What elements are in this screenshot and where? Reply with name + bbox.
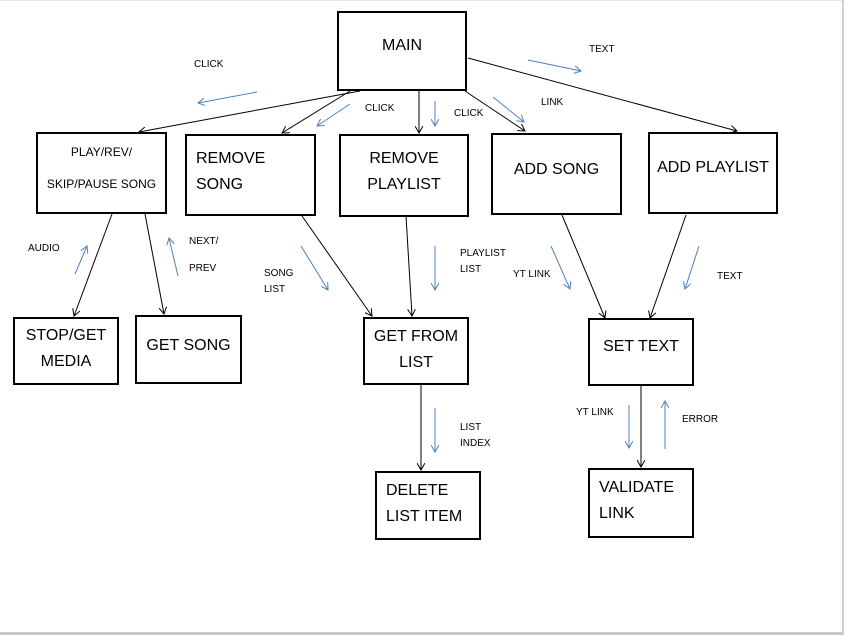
- edge-addsong-settext: [561, 214, 605, 318]
- node-delete-line-1: DELETE: [386, 482, 449, 499]
- node-delete-line-2: LIST ITEM: [386, 508, 463, 525]
- label-song: SONG: [264, 268, 294, 279]
- node-get-from-list-line-1: GET FROM: [373, 328, 459, 345]
- edge-addplaylist-settext: [650, 214, 687, 318]
- node-remove-playlist-line-1: REMOVE: [369, 150, 439, 167]
- flow-arrow-next-prev: [169, 238, 179, 277]
- label-playlist-list: LIST: [460, 264, 482, 275]
- label-yt-link-lower: YT LINK: [576, 407, 614, 418]
- label-index: INDEX: [460, 438, 491, 449]
- node-remove-song: REMOVE SONG: [185, 134, 316, 216]
- label-click-left: CLICK: [194, 59, 224, 70]
- flow-arrow-link: [492, 96, 524, 122]
- label-error: ERROR: [682, 414, 719, 425]
- label-link: LINK: [541, 97, 564, 108]
- flow-arrow-click-mid: [317, 103, 351, 126]
- node-main-label: MAIN: [382, 37, 422, 54]
- node-validate-link: VALIDATE LINK: [588, 468, 694, 538]
- node-stop-get-media: STOP/GET MEDIA: [13, 317, 119, 385]
- node-validate-line-1: VALIDATE: [599, 479, 674, 496]
- edge-play-getsong: [144, 213, 164, 314]
- flow-arrow-yt-link-upper: [550, 245, 570, 289]
- node-add-playlist: ADD PLAYLIST: [648, 132, 778, 214]
- label-prev: PREV: [189, 263, 217, 274]
- flow-arrow-click-left: [198, 91, 258, 103]
- label-yt-link-upper: YT LINK: [513, 269, 551, 280]
- label-click-mid: CLICK: [365, 103, 395, 114]
- edge-removeplaylist-getfromlist: [405, 215, 412, 316]
- node-remove-playlist: REMOVE PLAYLIST: [339, 134, 469, 217]
- node-remove-playlist-line-2: PLAYLIST: [367, 176, 441, 193]
- node-get-song: GET SONG: [135, 315, 242, 384]
- node-delete-list-item: DELETE LIST ITEM: [375, 471, 481, 540]
- edge-main-remove-song: [282, 90, 351, 133]
- page-top-edge: [0, 0, 844, 1]
- label-click-right: CLICK: [454, 108, 484, 119]
- node-stop-media-line-2: MEDIA: [40, 353, 92, 370]
- node-remove-song-line-1: REMOVE: [196, 150, 266, 167]
- node-get-from-list: GET FROM LIST: [363, 317, 469, 385]
- node-get-song-label: GET SONG: [146, 337, 231, 354]
- node-add-song: ADD SONG: [491, 133, 622, 215]
- node-set-text: SET TEXT: [588, 318, 694, 386]
- edge-main-add-playlist: [467, 57, 737, 131]
- label-text-top: TEXT: [589, 44, 615, 55]
- flow-arrow-audio: [74, 246, 87, 275]
- label-song-list: LIST: [264, 284, 286, 295]
- edge-main-play: [139, 90, 361, 132]
- flow-arrow-text-top: [527, 59, 581, 71]
- label-list: LIST: [460, 422, 482, 433]
- node-play-rev-skip-pause: PLAY/REV/ SKIP/PAUSE SONG: [36, 132, 167, 214]
- node-validate-line-2: LINK: [599, 505, 635, 522]
- node-stop-media-line-1: STOP/GET: [25, 327, 107, 344]
- node-main: MAIN: [337, 11, 467, 91]
- node-play-line-1: PLAY/REV/: [70, 145, 133, 159]
- edge-play-stop: [74, 213, 113, 316]
- edge-removesong-getfromlist: [301, 215, 372, 316]
- edge-main-add-song: [464, 90, 525, 131]
- label-next: NEXT/: [189, 236, 219, 247]
- flow-arrow-text-right: [685, 245, 700, 289]
- label-text-right: TEXT: [717, 271, 743, 282]
- node-play-line-2: SKIP/PAUSE SONG: [46, 177, 157, 191]
- node-remove-song-line-2: SONG: [196, 176, 244, 193]
- label-audio: AUDIO: [28, 243, 60, 254]
- flow-arrow-song-list: [300, 245, 328, 290]
- node-get-from-list-line-2: LIST: [399, 354, 433, 371]
- node-add-playlist-label: ADD PLAYLIST: [657, 159, 769, 176]
- label-playlist: PLAYLIST: [460, 248, 506, 259]
- node-add-song-label: ADD SONG: [513, 161, 600, 178]
- node-set-text-label: SET TEXT: [603, 338, 679, 355]
